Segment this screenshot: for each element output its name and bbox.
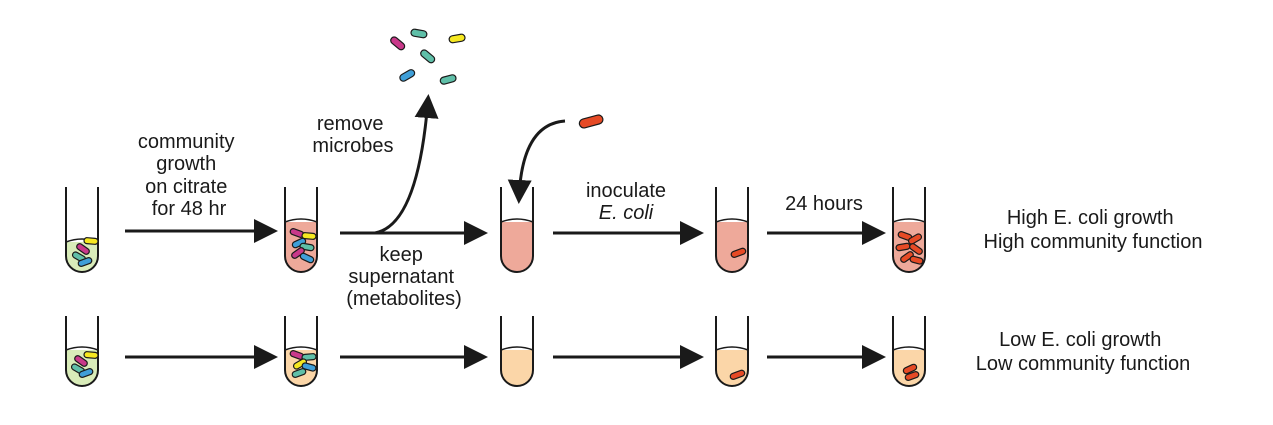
tube-top-2 <box>284 187 318 273</box>
microbe-cell-icon <box>70 351 99 378</box>
microbe-cell-icon <box>289 350 317 378</box>
ecoli-cell-icon <box>895 231 924 265</box>
tube-top-4 <box>715 187 749 273</box>
keep-supernatant-line-3: (metabolites) <box>346 288 462 310</box>
arrow-icon <box>507 119 566 204</box>
community-growth-line-1: community <box>138 131 235 153</box>
keep-supernatant-line-2: supernatant <box>348 266 454 288</box>
inoculate-label: inoculate <box>586 180 666 202</box>
arrow-icon <box>340 94 488 245</box>
tube-bottom-5 <box>892 316 926 387</box>
community-growth-label: community growth on citrate for 48 hr <box>138 131 240 220</box>
tube-bottom-2 <box>284 316 318 387</box>
time-label: 24 hours <box>785 193 863 215</box>
tube-top-1 <box>65 187 99 273</box>
keep-supernatant-label: keep supernatant (metabolites) <box>346 244 462 310</box>
ecoli-cell-icon <box>729 369 746 380</box>
community-growth-line-2: growth <box>156 153 216 175</box>
remove-microbes-line-1: remove <box>317 113 384 135</box>
outcome-low: Low E. coli growth Low community functio… <box>976 329 1191 375</box>
tube-top-5 <box>892 187 926 273</box>
ecoli-cell-icon <box>578 114 604 129</box>
outcome-high-line-1: High E. coli growth <box>1007 207 1174 229</box>
microbe-cell-icon <box>289 228 317 264</box>
outcome-low-line-2: Low community function <box>976 353 1191 375</box>
outcome-low-line-1: Low E. coli growth <box>999 329 1161 351</box>
remove-microbes-line-2: microbes <box>312 135 393 157</box>
community-growth-line-3: on citrate <box>145 176 227 198</box>
tube-bottom-1 <box>65 316 99 387</box>
remove-microbes-label: remove microbes <box>312 113 393 157</box>
tube-bottom-4 <box>715 316 749 387</box>
removed-microbes <box>390 28 466 85</box>
tube-top-3 <box>500 187 534 273</box>
ecoli-label: E. coli <box>599 202 654 224</box>
ecoli-cell-icon <box>730 247 747 258</box>
tube-bottom-3 <box>500 316 534 387</box>
microbe-cell-icon <box>71 237 99 267</box>
ecoli-cell-icon <box>902 363 920 381</box>
community-growth-line-4: for 48 hr <box>152 198 227 220</box>
keep-supernatant-line-1: keep <box>380 244 423 266</box>
outcome-high: High E. coli growth High community funct… <box>984 207 1203 253</box>
outcome-high-line-2: High community function <box>984 231 1203 253</box>
